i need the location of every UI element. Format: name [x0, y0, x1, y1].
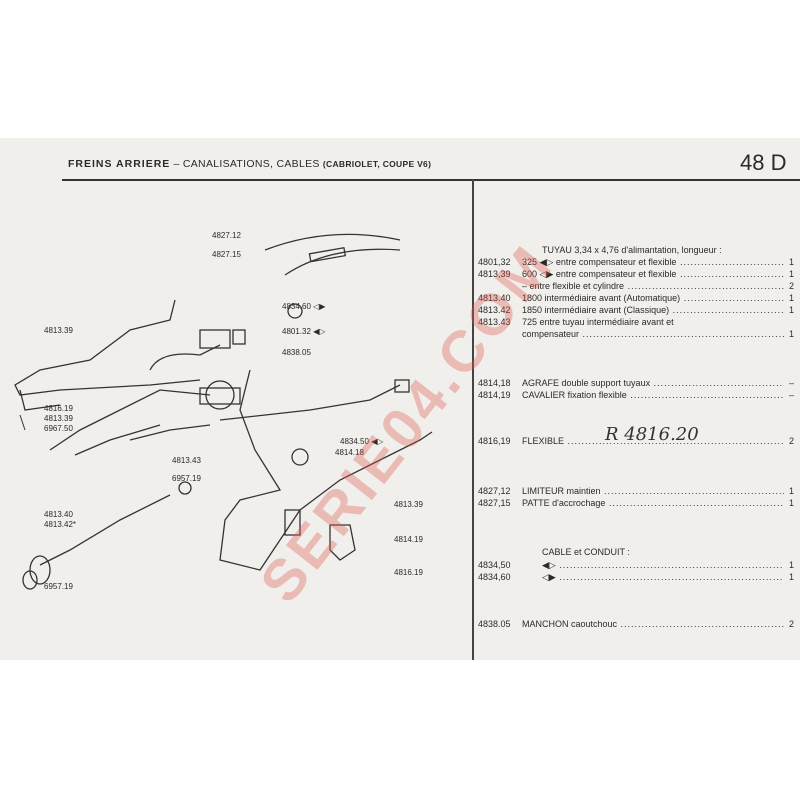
- parts-row: 4814,19 CAVALIER fixation flexible–: [478, 390, 794, 400]
- parts-row: TUYAU 3,34 x 4,76 d'alimantation, longue…: [478, 245, 794, 255]
- part-ref: 4801,32: [478, 257, 511, 267]
- callout: 4827.12: [212, 231, 241, 240]
- part-qty: 1: [788, 572, 794, 582]
- part-ref: 4827,15: [478, 498, 511, 508]
- part-desc: – entre flexible et cylindre: [522, 281, 784, 291]
- parts-row: 4813.42 1850 intermédiaire avant (Classiq…: [478, 305, 794, 315]
- part-desc: PATTE d'accrochage: [522, 498, 784, 508]
- part-ref: 4816,19: [478, 436, 511, 446]
- title-models: (CABRIOLET, COUPE V6): [322, 159, 432, 169]
- parts-row: 4834,60 ◁▶ 1: [478, 572, 794, 583]
- callout: 4814.18: [335, 448, 364, 457]
- parts-row: – entre flexible et cylindre 2: [478, 281, 794, 291]
- part-desc: 725 entre tuyau intermédiaire avant et: [522, 317, 674, 327]
- part-desc: ◁▶: [522, 572, 784, 583]
- callout: 4838.05: [282, 348, 311, 357]
- callout: 4813.39: [44, 326, 73, 335]
- cable-4834-60: [219, 384, 401, 421]
- part-ref: 4813.43: [478, 317, 511, 327]
- callout: 4814.19: [394, 535, 423, 544]
- part-qty: 1: [788, 257, 794, 267]
- compensator: [205, 380, 235, 410]
- part-desc: compensateur: [522, 329, 784, 339]
- callout: 4801.32 ◀▷: [282, 327, 326, 336]
- pipe-4813-40: [39, 494, 171, 566]
- parts-row: 4814,18 AGRAFE double support tuyaux–: [478, 378, 794, 388]
- part-qty: 1: [788, 305, 794, 315]
- header-rule: [62, 179, 800, 181]
- parts-row: 4813.43 725 entre tuyau intermédiaire ava…: [478, 317, 794, 327]
- part-ref: 4813,39: [478, 269, 511, 279]
- callout: 6967.50: [44, 424, 73, 433]
- parts-row: 4813,39 600 ◁▶ entre compensateur et flex…: [478, 269, 794, 280]
- limiter-cable: [264, 233, 401, 251]
- pipe-4813-39: [14, 299, 201, 396]
- column-divider: [472, 179, 474, 660]
- part-ref: 4834,60: [478, 572, 511, 582]
- part-desc: 1800 intermédiaire avant (Automatique): [522, 293, 784, 303]
- part-qty: 1: [788, 269, 794, 279]
- callout: 4834.60 ◁▶: [282, 302, 326, 311]
- pipe-4813-43: [219, 369, 433, 571]
- title-bold: FREINS ARRIERE: [68, 158, 171, 170]
- part-qty: 1: [788, 498, 794, 508]
- parts-row: compensateur 1: [478, 329, 794, 339]
- parts-row: 4813.40 1800 intermédiaire avant (Automat…: [478, 293, 794, 303]
- part-ref: 4814,19: [478, 390, 511, 400]
- title-rest: – CANALISATIONS, CABLES: [173, 158, 320, 170]
- part-desc: AGRAFE double support tuyaux: [522, 378, 784, 388]
- part-desc: 600 ◁▶ entre compensateur et flexible: [522, 269, 784, 280]
- part-qty: 1: [788, 293, 794, 303]
- cable-4834-50: [49, 389, 211, 451]
- part-desc: FLEXIBLE: [522, 436, 784, 446]
- handwritten-note: R 4816.20: [605, 424, 699, 445]
- page-title: FREINS ARRIERE – CANALISATIONS, CABLES (…: [68, 158, 431, 170]
- exploded-diagram: [14, 233, 433, 590]
- parts-row: 4827,15 PATTE d'accrochage 1: [478, 498, 794, 508]
- parts-row: 4827,12 LIMITEUR maintien 1: [478, 486, 794, 496]
- part-desc: CABLE et CONDUIT :: [542, 547, 630, 557]
- callout: 4813.40: [44, 510, 73, 519]
- callout: 4813.39: [394, 500, 423, 509]
- page-number: 48 D: [740, 150, 787, 175]
- part-qty: –: [788, 390, 794, 400]
- part-qty: 2: [788, 281, 794, 291]
- parts-row: 4838.05 MANCHON caoutchouc 2: [478, 619, 794, 629]
- part-qty: 2: [788, 619, 794, 629]
- part-qty: 1: [788, 486, 794, 496]
- callout: 4816.19: [394, 568, 423, 577]
- part-desc: ◀▷: [522, 560, 784, 571]
- part-desc: CAVALIER fixation flexible: [522, 390, 784, 400]
- part-desc: TUYAU 3,34 x 4,76 d'alimantation, longue…: [542, 245, 722, 255]
- parts-row: CABLE et CONDUIT :: [478, 547, 794, 557]
- parts-row: 4801,32 325 ◀▷ entre compensateur et flex…: [478, 257, 794, 268]
- part-ref: 4827,12: [478, 486, 511, 496]
- part-qty: 1: [788, 329, 794, 339]
- callout: 4813.42*: [44, 520, 77, 529]
- part-ref: 4838.05: [478, 619, 511, 629]
- callout: 4834.50 ◀▷: [340, 437, 384, 446]
- part-ref: 4813.40: [478, 293, 511, 303]
- callout: 4813.43: [172, 456, 201, 465]
- parts-row: 4834,50 ◀▷ 1: [478, 560, 794, 571]
- callout: 6957.19: [172, 474, 201, 483]
- part-qty: 1: [788, 560, 794, 570]
- parts-row: 4816,19 FLEXIBLE 2: [478, 436, 794, 446]
- part-ref: 4813.42: [478, 305, 511, 315]
- part-desc: 325 ◀▷ entre compensateur et flexible: [522, 257, 784, 268]
- callout: 6957.19: [44, 582, 73, 591]
- callout: 4827.15: [212, 250, 241, 259]
- part-ref: 4834,50: [478, 560, 511, 570]
- callout: 4813.39: [44, 414, 73, 423]
- part-ref: 4814,18: [478, 378, 511, 388]
- callout: 4816.19: [44, 404, 73, 413]
- part-qty: –: [788, 378, 794, 388]
- part-desc: LIMITEUR maintien: [522, 486, 784, 496]
- part-qty: 2: [788, 436, 794, 446]
- part-desc: 1850 intermédiaire avant (Classique): [522, 305, 784, 315]
- part-desc: MANCHON caoutchouc: [522, 619, 784, 629]
